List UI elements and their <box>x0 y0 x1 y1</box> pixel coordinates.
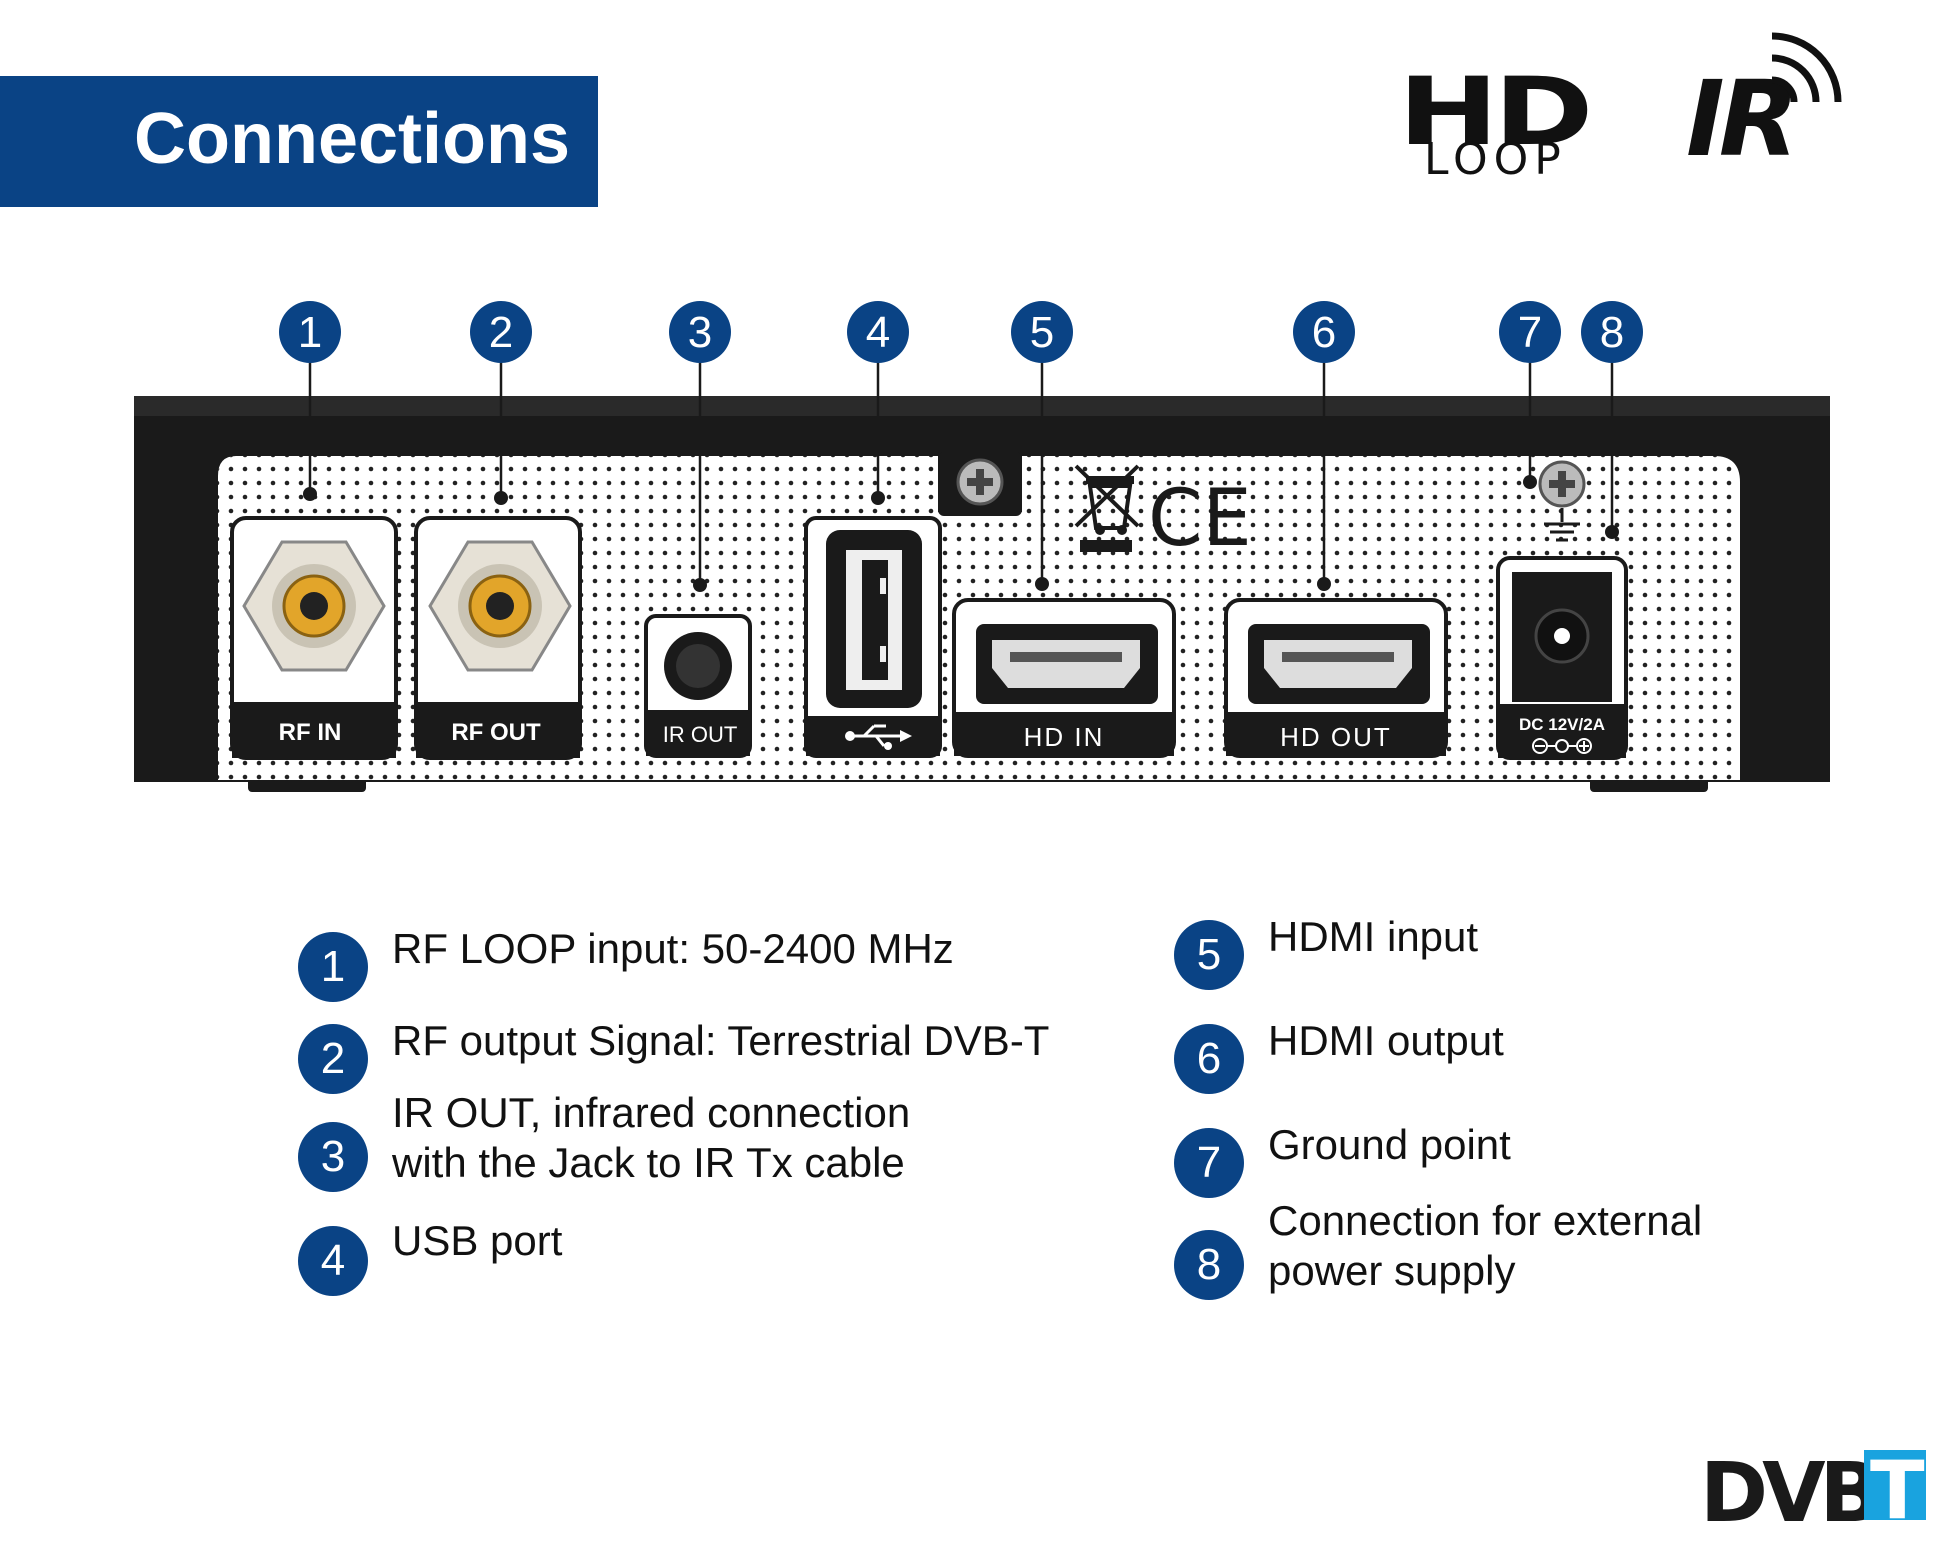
legend-text: RF LOOP input: 50-2400 MHz <box>392 924 954 974</box>
legend-text: HDMI output <box>1268 1016 1504 1066</box>
device-foot <box>248 778 366 792</box>
callout-number: 1 <box>298 308 322 357</box>
ce-mark: CE <box>1148 474 1252 564</box>
callout-badge <box>847 301 909 363</box>
rf-out-port: RF OUT <box>414 516 582 760</box>
callout-number: 6 <box>1312 308 1336 357</box>
legend-text-line: RF output Signal: Terrestrial DVB-T <box>392 1017 1050 1064</box>
dvbt-logo: DVB T <box>1700 1444 1930 1541</box>
callout-number: 4 <box>866 308 890 357</box>
callout-badge <box>1293 301 1355 363</box>
ir-logo: IR <box>1686 18 1846 180</box>
hd-out-label: HD OUT <box>1280 722 1392 752</box>
callout-badge <box>1581 301 1643 363</box>
hd-in-port: HD IN <box>952 598 1176 758</box>
leader-dot <box>1035 577 1049 591</box>
legend-text-line: HDMI input <box>1268 913 1479 960</box>
loop-logo-text: LOOP <box>1424 134 1567 185</box>
rf-out-label: RF OUT <box>451 719 541 746</box>
hd-out-port: HD OUT <box>1224 598 1448 758</box>
callout-badge <box>1011 301 1073 363</box>
leader-dot <box>1523 475 1537 489</box>
t-logo-box: T <box>1864 1444 1926 1537</box>
callout-number: 2 <box>489 308 513 357</box>
legend-text-line: HDMI output <box>1268 1017 1504 1064</box>
ground-point-icon <box>1538 460 1586 542</box>
ir-wave-icon <box>1771 32 1842 103</box>
weee-bin-icon <box>1074 464 1140 552</box>
legend-text-line: USB port <box>392 1217 563 1264</box>
leader-dot <box>494 491 508 505</box>
leader-dot <box>871 491 885 505</box>
legend-text-line: IR OUT, infrared connection <box>392 1089 911 1136</box>
device-rear-panel-diagram: RF IN RF OUT IR OUT <box>134 301 1830 792</box>
callout-number: 7 <box>1518 308 1542 357</box>
callout-badge <box>1499 301 1561 363</box>
legend-number-badge: 8 <box>1174 1230 1244 1300</box>
polarity-icon <box>1532 738 1592 754</box>
legend-text-line: Connection for external <box>1268 1197 1703 1244</box>
leader-dot <box>1605 525 1619 539</box>
legend-number-badge: 2 <box>298 1024 368 1094</box>
legend-number-badge: 3 <box>298 1122 368 1192</box>
ir-out-port: IR OUT <box>644 614 752 758</box>
legend-text-line: Ground point <box>1268 1121 1511 1168</box>
callout-badge <box>669 301 731 363</box>
page-title: Connections <box>134 99 571 179</box>
usb-port <box>804 516 942 758</box>
callout-badge <box>470 301 532 363</box>
dc-power-port: DC 12V/2A <box>1496 556 1628 760</box>
leader-dot <box>693 578 707 592</box>
legend-number-badge: 4 <box>298 1226 368 1296</box>
hd-loop-logo: HD LOOP <box>1398 66 1598 186</box>
callout-number: 3 <box>688 308 712 357</box>
legend-text: RF output Signal: Terrestrial DVB-T <box>392 1016 1049 1066</box>
callout-number: 8 <box>1600 308 1624 357</box>
rf-in-label: RF IN <box>279 719 342 746</box>
legend-text-line: with the Jack to IR Tx cable <box>392 1139 905 1186</box>
legend-text-line: power supply <box>1268 1247 1516 1294</box>
legend-text: Ground point <box>1268 1120 1511 1170</box>
hd-in-label: HD IN <box>1024 722 1105 752</box>
ir-out-label: IR OUT <box>663 722 738 747</box>
legend-text: HDMI input <box>1268 912 1478 962</box>
legend-number-badge: 1 <box>298 932 368 1002</box>
legend-number-badge: 6 <box>1174 1024 1244 1094</box>
callout-number: 5 <box>1030 308 1054 357</box>
legend-number-badge: 7 <box>1174 1128 1244 1198</box>
usb-icon <box>845 724 912 750</box>
title-banner: Connections <box>0 76 598 207</box>
callout-group: 1 2 3 4 5 6 7 8 <box>279 301 1643 592</box>
legend-number-badge: 5 <box>1174 920 1244 990</box>
leader-dot <box>303 487 317 501</box>
hd-logo-text: HD <box>1398 58 1593 167</box>
dc-label: DC 12V/2A <box>1519 715 1605 734</box>
callout-badge <box>279 301 341 363</box>
t-logo-text: T <box>1870 1444 1925 1537</box>
dvb-logo-text: DVB <box>1700 1446 1882 1541</box>
device-foot <box>1590 778 1708 792</box>
legend-text-line: RF LOOP input: 50-2400 MHz <box>392 925 954 972</box>
rf-in-port: RF IN <box>230 516 398 760</box>
leader-dot <box>1317 577 1331 591</box>
legend-text: USB port <box>392 1216 562 1266</box>
